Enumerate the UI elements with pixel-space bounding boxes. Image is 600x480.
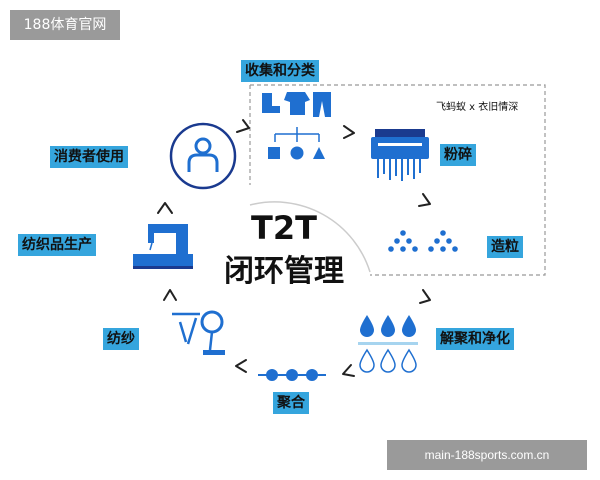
step-label-use: 消费者使用 (50, 146, 128, 168)
step-label-collect: 收集和分类 (241, 60, 319, 82)
arrow-produce-to-use (157, 202, 173, 214)
brand-text: 飞蚂蚁 x 衣旧情深 (436, 102, 519, 113)
step-label-granulate: 造粒 (487, 236, 523, 258)
shredder-icon (371, 129, 429, 181)
consumer-icon (169, 122, 237, 190)
arrow-collect-to-shred (343, 125, 355, 139)
watermark-top: 188体育官网 (10, 10, 120, 40)
arrow-polymerize-to-spin (235, 359, 247, 373)
step-label-spin: 纺纱 (103, 328, 139, 350)
center-title-t2t: T2T (251, 209, 317, 247)
center-arc (249, 201, 371, 273)
drops-icon (358, 315, 418, 373)
step-label-produce: 纺织品生产 (18, 234, 96, 256)
shapes-icon (268, 146, 325, 160)
arrow-purify-to-polymerize (342, 364, 355, 377)
dashed-region (249, 84, 546, 276)
arrow-granulate-to-purify (419, 289, 431, 304)
sort-tree-icon (274, 127, 320, 142)
arrow-spin-to-produce (163, 289, 177, 301)
step-label-purify: 解聚和净化 (436, 328, 514, 350)
center-title-closed-loop: 闭环管理 (224, 254, 344, 289)
clothes-icon (262, 92, 331, 117)
polymer-chain-icon (258, 369, 326, 381)
step-label-polymerize: 聚合 (273, 392, 309, 414)
pellets-icon (388, 230, 458, 252)
step-label-shred: 粉碎 (440, 144, 476, 166)
spinning-wheel-icon (172, 310, 225, 355)
sewing-machine-icon (133, 224, 193, 269)
watermark-bottom: main-188sports.com.cn (387, 440, 587, 470)
arrow-shred-to-granulate (418, 193, 431, 207)
arrow-use-to-collect (236, 119, 250, 133)
